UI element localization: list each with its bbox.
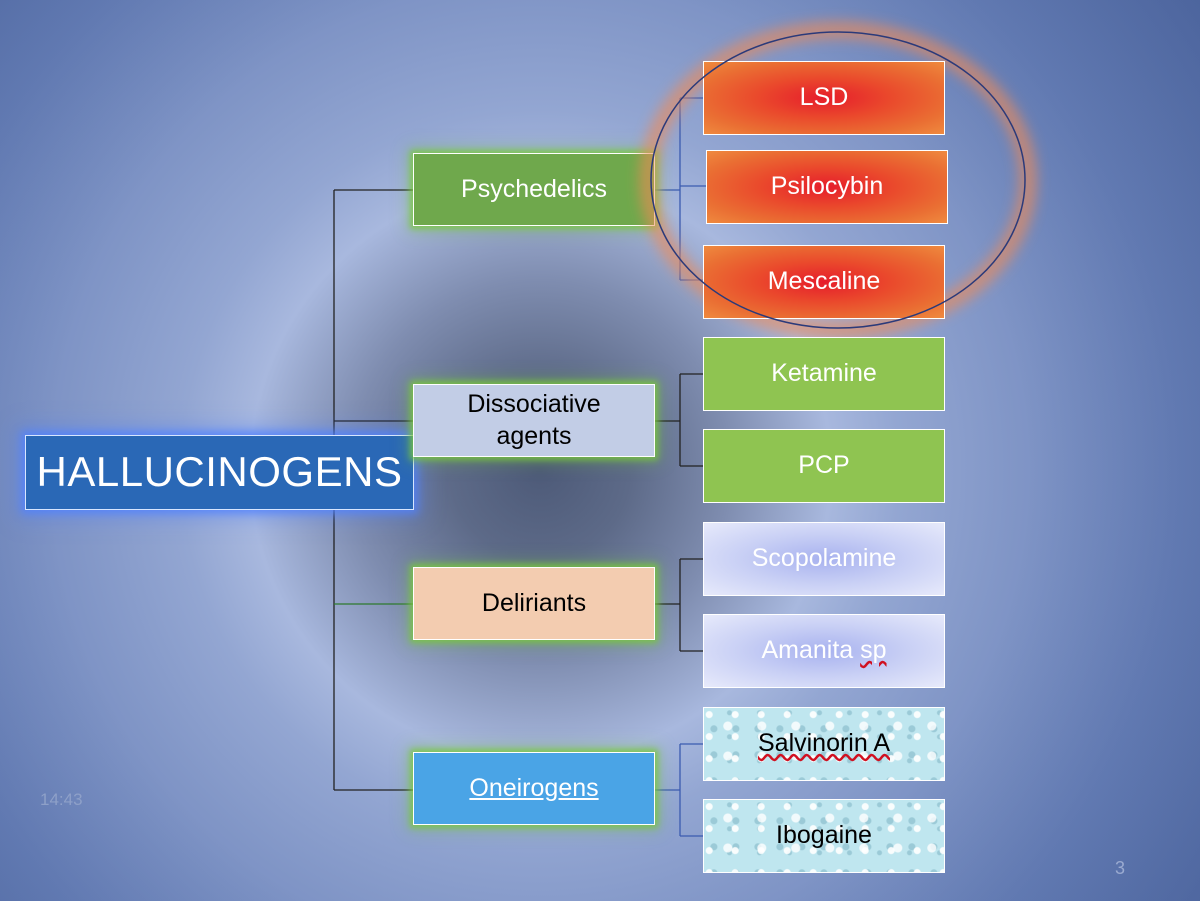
leaf-pcp: PCP (703, 429, 945, 503)
leaf-psilocybin: Psilocybin (706, 150, 948, 224)
category-psychedelics: Psychedelics (413, 153, 655, 226)
leaf-label: Ibogaine (776, 821, 872, 850)
leaf-label: Amanita sp (761, 635, 886, 666)
leaf-label: Scopolamine (751, 544, 897, 573)
amanita-sp-word: sp (860, 636, 887, 665)
category-oneirogens: Oneirogens (413, 752, 655, 825)
category-label: Dissociative agents (467, 390, 601, 450)
leaf-amanita-sp: Amanita sp (703, 614, 945, 688)
leaf-mescaline: Mescaline (703, 245, 945, 319)
leaf-ibogaine: Ibogaine (703, 799, 945, 873)
page-number: 3 (1115, 858, 1126, 878)
leaf-label: Salvinorin A (757, 729, 891, 758)
leaf-label: Psilocybin (770, 172, 884, 201)
root-label: HALLUCINOGENS (36, 448, 403, 496)
leaf-label: LSD (799, 83, 849, 112)
category-label: Oneirogens (469, 773, 599, 802)
leaf-lsd: LSD (703, 61, 945, 135)
leaf-scopolamine: Scopolamine (703, 522, 945, 596)
root-node-hallucinogens: HALLUCINOGENS (25, 435, 414, 510)
category-label: Psychedelics (461, 174, 607, 203)
category-deliriants: Deliriants (413, 567, 655, 640)
category-dissociative-agents: Dissociative agents (413, 384, 655, 457)
category-label: Deliriants (481, 588, 587, 617)
leaf-label: Mescaline (767, 267, 881, 296)
leaf-label: Ketamine (771, 359, 877, 388)
leaf-label: PCP (798, 451, 850, 480)
amanita-word: Amanita (761, 636, 861, 665)
leaf-salvinorin-a: Salvinorin A (703, 707, 945, 781)
leaf-ketamine: Ketamine (703, 337, 945, 411)
slide-time: 14:43 (40, 790, 83, 809)
